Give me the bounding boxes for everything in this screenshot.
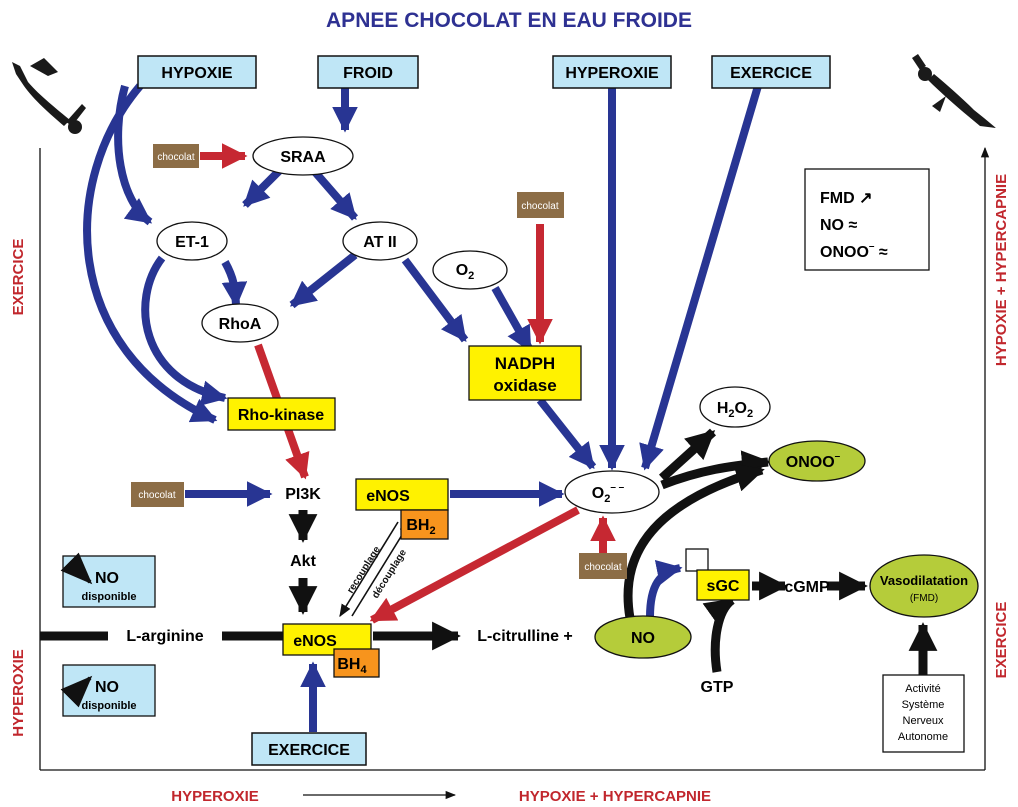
black-arrows [40, 428, 938, 675]
node-enos-uncoupled: eNOS BH2 [355, 478, 449, 540]
node-akt: Akt [290, 553, 316, 570]
svg-text:AT II: AT II [363, 234, 396, 251]
node-gtp: GTP [701, 679, 734, 696]
svg-text:O2: O2 [456, 262, 475, 282]
svg-text:chocolat: chocolat [138, 490, 175, 501]
svg-text:NO ≈: NO ≈ [820, 217, 857, 234]
node-sgc: sGC [685, 548, 750, 601]
node-et1: ET-1 [156, 221, 228, 261]
svg-text:NO: NO [95, 570, 119, 587]
node-pi3k: PI3K [285, 486, 321, 503]
node-enos-coupled: eNOS BH4 [282, 623, 380, 678]
svg-text:NO: NO [631, 630, 655, 647]
svg-text:disponible: disponible [82, 700, 137, 712]
chocolate-box: chocolat [131, 482, 184, 507]
svg-text:BH2: BH2 [406, 517, 435, 537]
chocolate-box: chocolat [579, 553, 627, 579]
svg-text:HYPOXIE: HYPOXIE [161, 65, 232, 82]
svg-text:oxidase: oxidase [493, 376, 556, 395]
input-box-exercice: EXERCICE [711, 55, 831, 89]
node-l-arginine: L-arginine [126, 628, 203, 645]
svg-text:sGC: sGC [707, 578, 740, 595]
svg-text:ONOO–: ONOO– [786, 451, 841, 471]
svg-text:O2– –: O2– – [592, 482, 625, 505]
svg-text:H2O2: H2O2 [717, 400, 753, 420]
input-box-froid: FROID [317, 55, 419, 89]
axis-label-bottom-right: HYPOXIE + HYPERCAPNIE [519, 788, 711, 805]
svg-text:Rho-kinase: Rho-kinase [238, 407, 324, 424]
axis-label-bottom-left: HYPEROXIE [171, 788, 259, 805]
svg-text:SRAA: SRAA [280, 149, 326, 166]
svg-text:(FMD): (FMD) [910, 593, 938, 604]
svg-text:Autonome: Autonome [898, 731, 948, 743]
axis-label-left-bottom: HYPEROXIE [10, 649, 27, 737]
svg-text:eNOS: eNOS [366, 488, 410, 505]
svg-text:Vasodilatation: Vasodilatation [880, 573, 968, 588]
svg-text:eNOS: eNOS [293, 633, 337, 650]
input-box-hyperoxie: HYPEROXIE [552, 55, 672, 89]
autonomic-nervous-system-box: Activité Système Nerveux Autonome [882, 674, 965, 753]
blue-arrows [83, 83, 762, 732]
node-at2: AT II [342, 221, 418, 261]
node-onoo: ONOO– [768, 440, 866, 482]
no-available-up-box: NO disponible [60, 664, 156, 717]
svg-text:Nerveux: Nerveux [903, 715, 944, 727]
svg-text:EXERCICE: EXERCICE [730, 65, 812, 82]
no-available-down-box: NO disponible [60, 552, 156, 608]
svg-text:chocolat: chocolat [584, 562, 621, 573]
node-sraa: SRAA [252, 136, 354, 176]
svg-text:HYPEROXIE: HYPEROXIE [565, 65, 659, 82]
axis-label-right-bottom: EXERCICE [993, 602, 1010, 679]
svg-text:disponible: disponible [82, 591, 137, 603]
node-nadph-oxidase: NADPH oxidase [468, 345, 582, 401]
diver-icon [912, 54, 996, 128]
input-box-hypoxie: HYPOXIE [137, 55, 257, 89]
svg-text:NADPH: NADPH [495, 354, 555, 373]
svg-text:NO: NO [95, 679, 119, 696]
diver-icon [12, 58, 86, 134]
effects-legend-box: FMD ↗ NO ≈ ONOO– ≈ [804, 168, 930, 271]
svg-text:RhoA: RhoA [219, 316, 262, 333]
svg-text:FROID: FROID [343, 65, 393, 82]
svg-text:Activité: Activité [905, 683, 940, 695]
node-h2o2: H2O2 [699, 386, 771, 428]
svg-text:Système: Système [902, 699, 945, 711]
svg-text:BH4: BH4 [337, 656, 367, 676]
page-title: APNEE CHOCOLAT EN EAU FROIDE [326, 9, 692, 32]
axis-label-left-top: EXERCICE [10, 239, 27, 316]
node-no: NO [594, 615, 692, 659]
node-o2: O2 [432, 250, 508, 290]
node-rhoa: RhoA [201, 303, 279, 343]
chocolate-box: chocolat [153, 144, 199, 168]
node-rho-kinase: Rho-kinase [227, 397, 336, 431]
node-vasodilatation: Vasodilatation (FMD) [869, 554, 979, 618]
svg-text:ET-1: ET-1 [175, 234, 209, 251]
svg-text:chocolat: chocolat [521, 201, 558, 212]
svg-text:ONOO– ≈: ONOO– ≈ [820, 241, 888, 261]
chocolate-box: chocolat [517, 192, 564, 218]
input-box-exercice-bottom: EXERCICE [251, 732, 367, 766]
axis-frame [39, 146, 990, 800]
svg-text:chocolat: chocolat [157, 152, 194, 163]
coupling-arrows [339, 520, 411, 618]
svg-text:FMD ↗: FMD ↗ [820, 190, 873, 207]
svg-text:EXERCICE: EXERCICE [268, 742, 350, 759]
node-l-citrulline: L-citrulline + [477, 628, 573, 645]
axis-label-right-top: HYPOXIE + HYPERCAPNIE [993, 174, 1010, 366]
node-superoxide: O2– – [564, 470, 660, 514]
node-cgmp: cGMP [784, 579, 830, 596]
